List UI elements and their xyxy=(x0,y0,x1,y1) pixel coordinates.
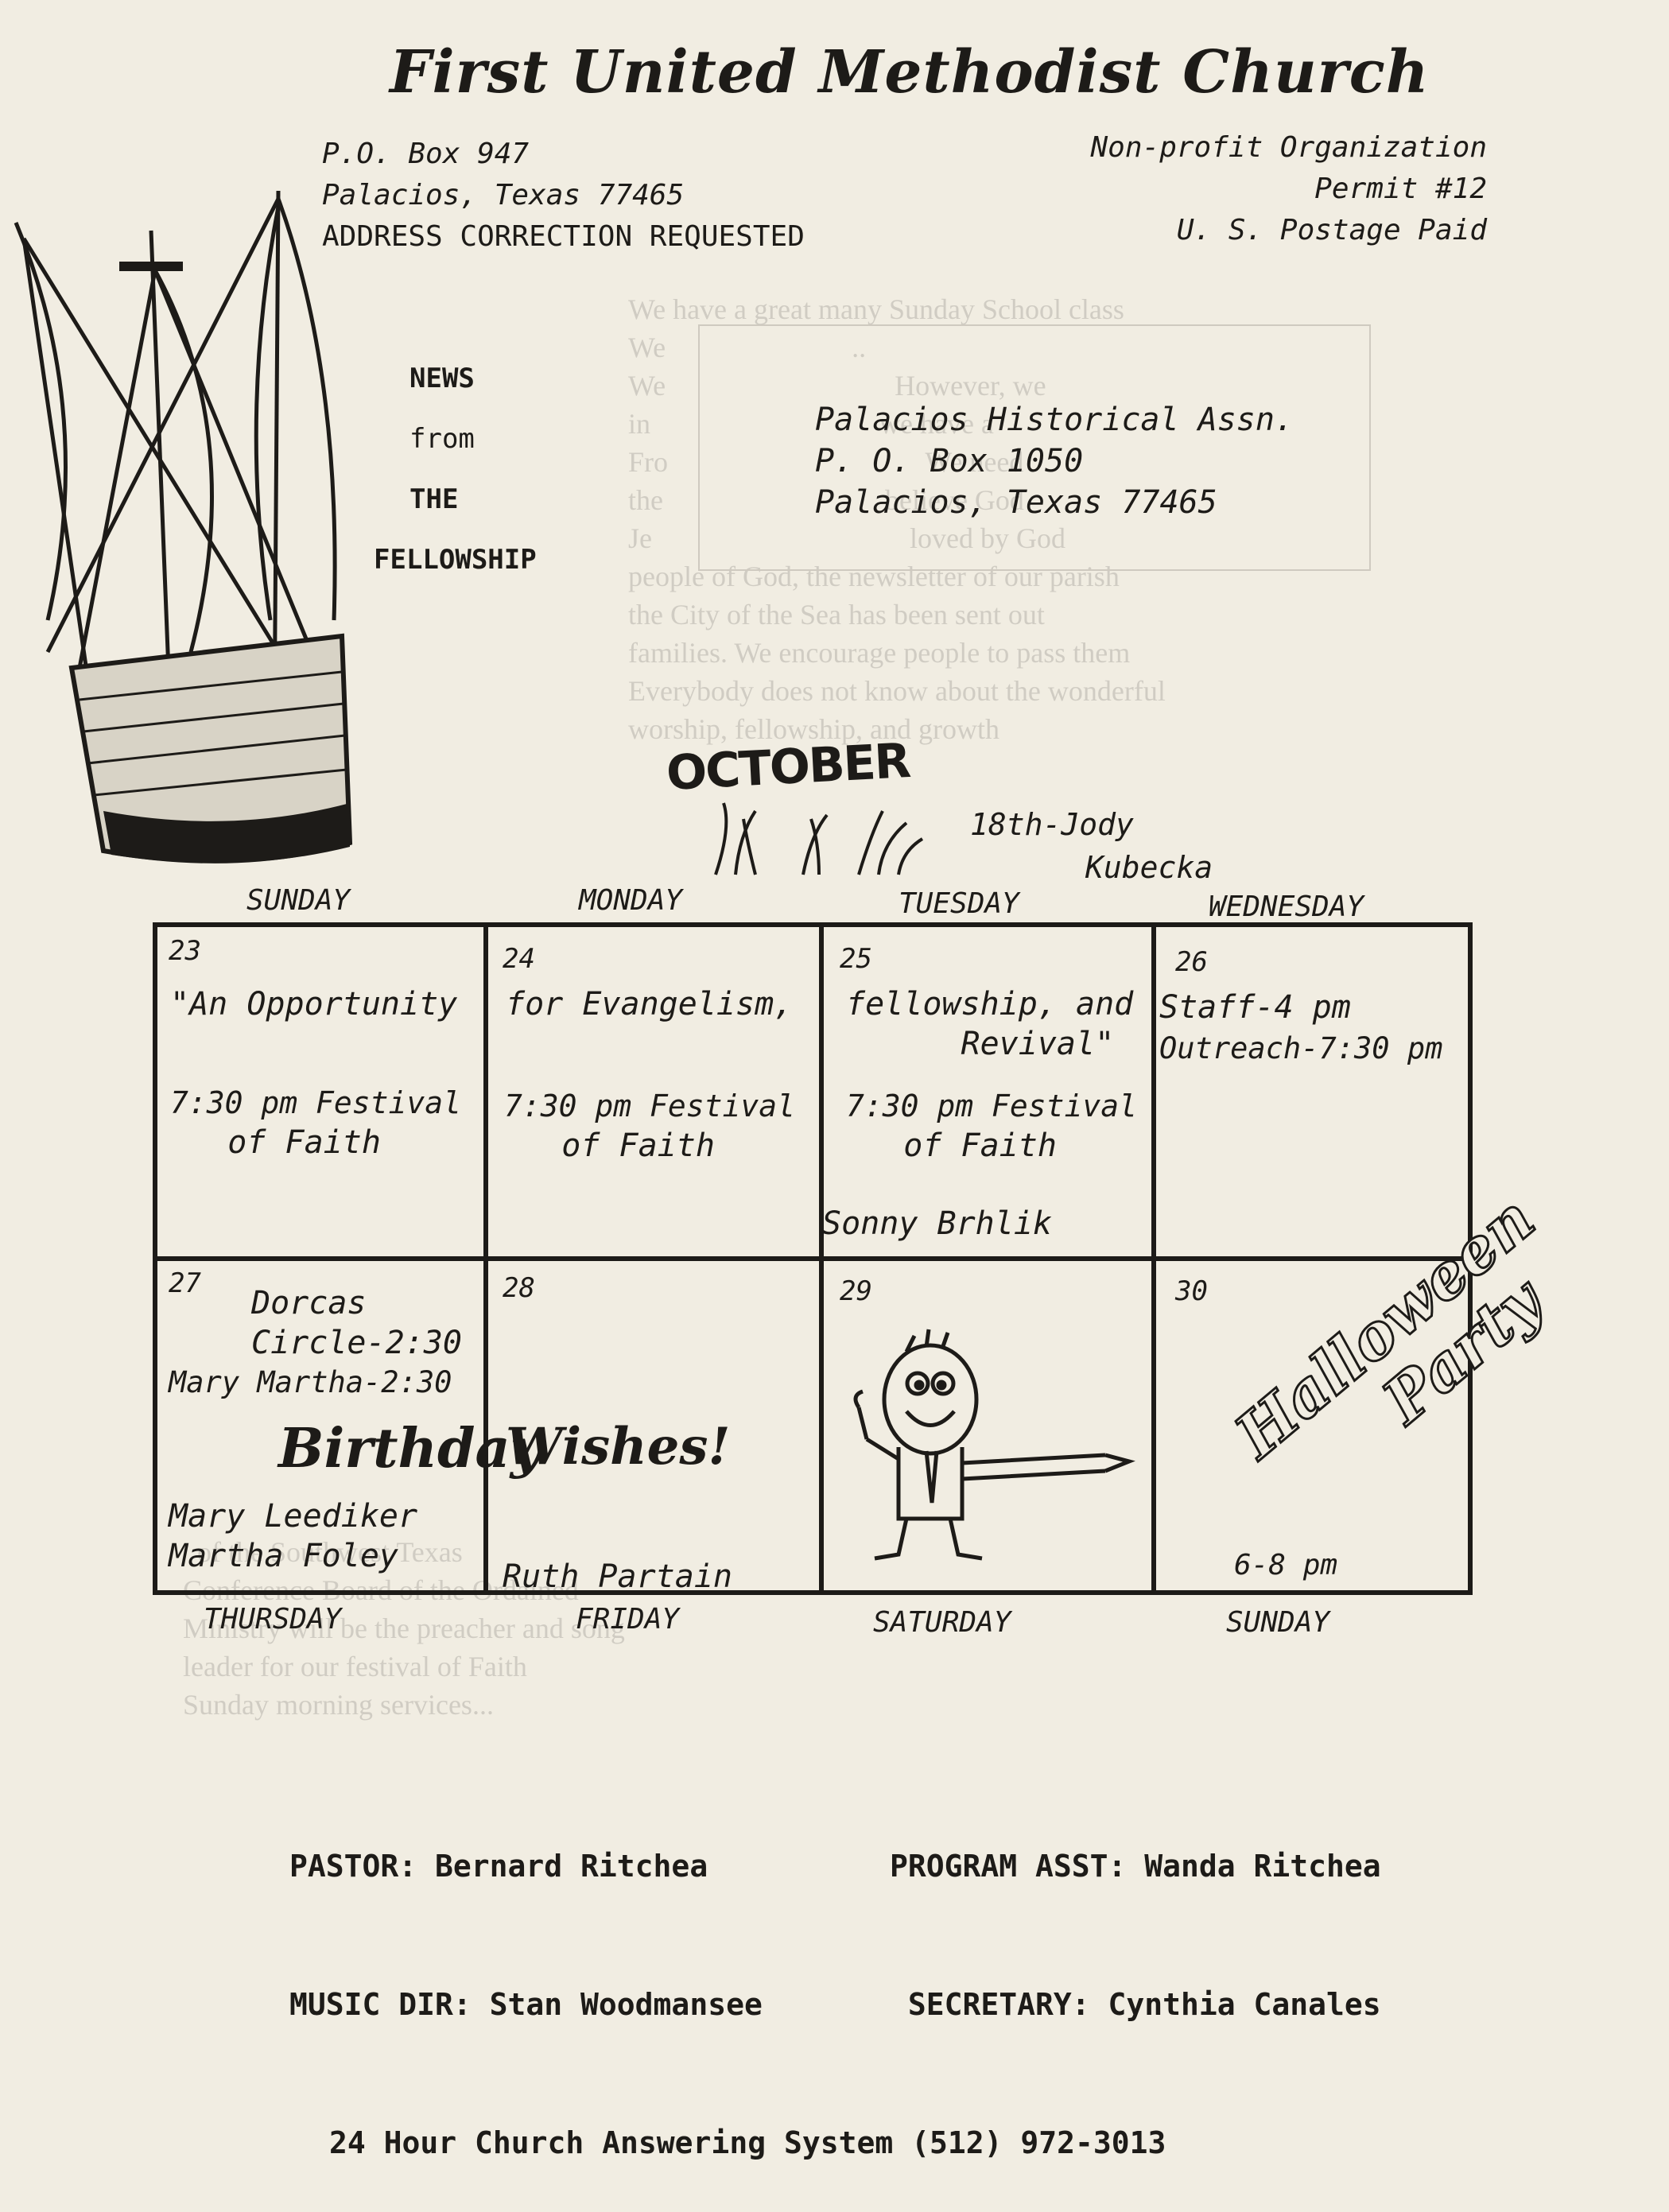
event-text: Mary Martha-2:30 xyxy=(169,1365,452,1399)
news-line: from xyxy=(409,423,475,455)
day-header: TUESDAY xyxy=(899,887,1019,920)
event-text: "An Opportunity xyxy=(170,986,458,1023)
date-number: 27 xyxy=(169,1267,201,1299)
event-text: Dorcas xyxy=(251,1285,367,1321)
day-header: SATURDAY xyxy=(873,1606,1011,1639)
date-number: 29 xyxy=(840,1275,872,1307)
event-text: for Evangelism, xyxy=(506,986,794,1023)
event-text: 7:30 pm Festival xyxy=(846,1089,1138,1123)
news-line: NEWS xyxy=(409,363,475,394)
calendar-grid xyxy=(153,922,1473,1595)
calendar-note: 18th-Jody Kubecka xyxy=(970,803,1213,889)
sailing-ship-illustration xyxy=(14,190,353,863)
footer-line: 24 Hour Church Answering System (512) 97… xyxy=(329,2125,1166,2160)
event-text: 7:30 pm Festival xyxy=(170,1085,462,1120)
october-banner: OCTOBER xyxy=(665,733,911,801)
mailing-label: Palacios Historical Assn. P. O. Box 1050… xyxy=(815,399,1294,523)
event-text: Outreach-7:30 pm xyxy=(1159,1031,1443,1065)
day-header: SUNDAY xyxy=(1226,1606,1330,1639)
date-number: 23 xyxy=(169,935,201,967)
address-line: Palacios, Texas 77465 xyxy=(322,179,685,211)
event-text: Staff-4 pm xyxy=(1159,989,1351,1026)
date-number: 28 xyxy=(503,1272,535,1304)
event-text: fellowship, and xyxy=(846,986,1134,1023)
day-header: MONDAY xyxy=(579,884,683,917)
postage-permit: Non-profit Organization Permit #12 U. S.… xyxy=(986,127,1488,251)
event-text: of Faith xyxy=(846,1127,1057,1164)
event-text: Sonny Brhlik xyxy=(822,1205,1052,1242)
day-header: THURSDAY xyxy=(204,1603,342,1636)
return-address: P.O. Box 947 Palacios, Texas 77465 ADDRE… xyxy=(322,134,805,258)
birthday-name: Mary Leediker xyxy=(169,1498,418,1535)
date-number: 26 xyxy=(1175,946,1208,978)
label-line: P. O. Box 1050 xyxy=(815,443,1084,479)
event-text: 6-8 pm xyxy=(1234,1549,1338,1581)
news-line: FELLOWSHIP xyxy=(374,544,537,576)
event-text: of Faith xyxy=(504,1127,715,1164)
mailing-label-box xyxy=(698,324,1371,571)
news-line: THE xyxy=(409,483,459,515)
permit-line: Permit #12 xyxy=(1314,173,1487,205)
footer-line: MUSIC DIR: Stan Woodmansee SECRETARY: Cy… xyxy=(289,1987,1381,2022)
label-line: Palacios Historical Assn. xyxy=(815,402,1294,438)
date-number: 30 xyxy=(1175,1275,1208,1307)
grass-illustration xyxy=(714,802,924,875)
date-number: 24 xyxy=(503,943,535,975)
date-number: 25 xyxy=(840,943,872,975)
address-line: ADDRESS CORRECTION REQUESTED xyxy=(322,220,805,253)
day-header: FRIDAY xyxy=(576,1603,680,1636)
footer-line: PASTOR: Bernard Ritchea PROGRAM ASST: Wa… xyxy=(289,1849,1381,1884)
day-header: SUNDAY xyxy=(246,884,351,917)
bleed-through-text: We have a great many Sunday School class… xyxy=(628,293,1166,745)
event-text: Revival" xyxy=(846,1026,1115,1062)
event-text: 7:30 pm Festival xyxy=(504,1089,796,1123)
note-line: 18th-Jody xyxy=(970,807,1134,842)
event-text: of Faith xyxy=(170,1124,381,1161)
address-line: P.O. Box 947 xyxy=(322,138,530,170)
staff-footer: PASTOR: Bernard Ritchea PROGRAM ASST: Wa… xyxy=(289,1751,1381,2212)
permit-line: U. S. Postage Paid xyxy=(1176,214,1487,246)
wishes-heading: Wishes! xyxy=(506,1417,731,1477)
label-line: Palacios, Texas 77465 xyxy=(815,484,1217,521)
cartoon-character-illustration xyxy=(853,1329,1135,1561)
birthday-name: Ruth Partain xyxy=(503,1558,732,1595)
day-header: WEDNESDAY xyxy=(1209,891,1364,923)
birthday-name: Martha Foley xyxy=(169,1538,398,1574)
birthday-heading: Birthday xyxy=(278,1417,542,1480)
permit-line: Non-profit Organization xyxy=(1090,131,1488,164)
note-line: Kubecka xyxy=(1085,850,1213,885)
event-text: Circle-2:30 xyxy=(251,1325,462,1361)
news-from-fellowship: NEWS from THE FELLOWSHIP xyxy=(374,359,537,579)
church-title: First United Methodist Church xyxy=(390,38,1430,107)
